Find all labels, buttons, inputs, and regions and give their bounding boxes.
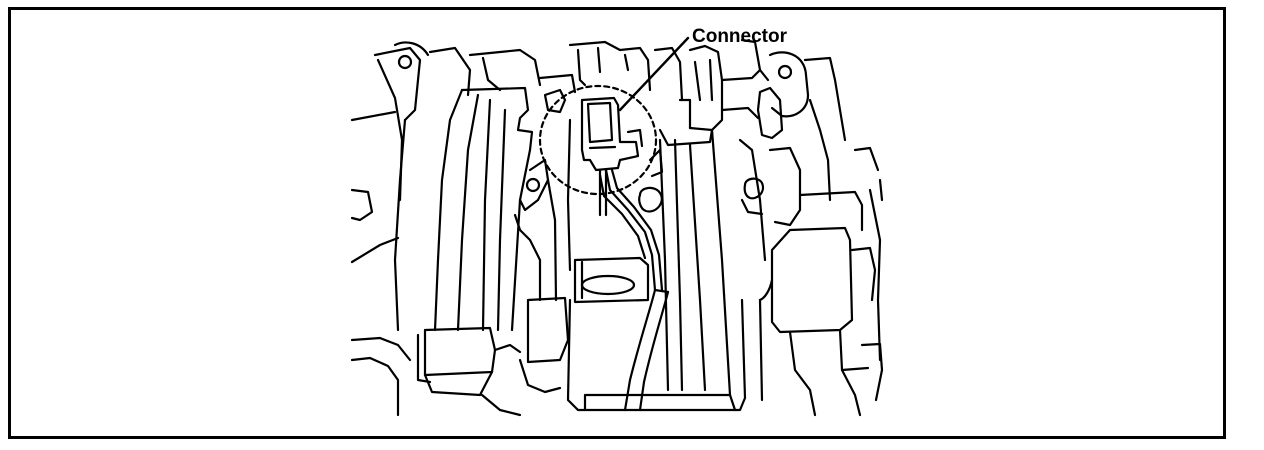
connector-part	[582, 98, 642, 215]
wiring-harness	[600, 170, 668, 410]
right-strut-tower	[740, 52, 882, 415]
highlight-dashed-circle	[540, 86, 656, 194]
center-left-bracket	[515, 75, 575, 392]
left-body-panel	[352, 42, 470, 415]
connector-callout-label: Connector	[692, 26, 787, 47]
upper-right-mount	[655, 40, 768, 145]
battery-block	[418, 50, 540, 415]
figure-frame	[8, 7, 1226, 439]
callout-leader-line	[620, 38, 688, 110]
central-housing	[568, 42, 745, 410]
